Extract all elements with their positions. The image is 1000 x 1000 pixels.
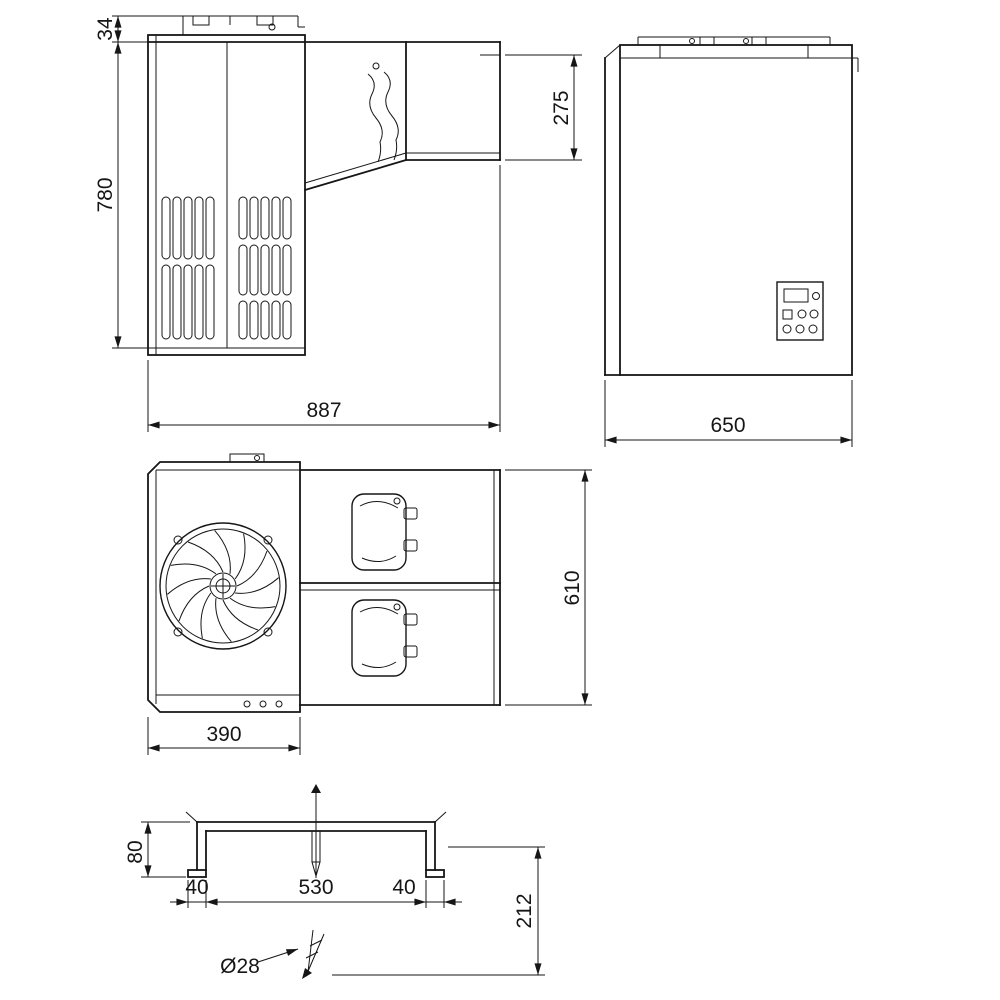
panel-indicator (812, 292, 820, 300)
compressor-upper (351, 493, 418, 571)
dim-label-887: 887 (306, 399, 341, 422)
dim-label-610: 610 (561, 570, 584, 605)
fan-screw (173, 535, 183, 545)
anchor-screw (302, 929, 325, 979)
louver-grille-right (238, 196, 292, 340)
panel-button (782, 324, 792, 334)
top-view-evaporator (147, 461, 301, 713)
panel-button (795, 324, 805, 334)
center-bolt (311, 784, 321, 878)
fan-screw (173, 627, 183, 637)
mounting-bracket-view (185, 784, 447, 979)
side-view (147, 15, 501, 356)
compressor-lower (351, 599, 418, 677)
panel-button (782, 309, 793, 320)
bracket-foot-right (425, 869, 445, 878)
front-body (619, 44, 853, 376)
dim-label-80: 80 (124, 840, 147, 863)
dim-label-650: 650 (710, 414, 745, 437)
top-view (147, 453, 501, 713)
panel-button (797, 309, 807, 319)
panel-button (808, 324, 818, 334)
fan-screw (263, 535, 273, 545)
top-bracket-front (637, 36, 831, 58)
condenser-housing (303, 41, 501, 192)
evaporator-body (147, 34, 306, 356)
dim-label-40-left: 40 (185, 876, 208, 899)
dim-label-275: 275 (550, 90, 573, 125)
dim-label-212: 212 (513, 893, 536, 928)
dim-label-780: 780 (94, 177, 117, 212)
dim-label-530: 530 (298, 876, 333, 899)
fan-screw (263, 627, 273, 637)
control-panel (776, 281, 824, 341)
dim-label-40-right: 40 (392, 876, 415, 899)
louver-grille-left (161, 196, 215, 340)
top-view-machinery (299, 469, 501, 706)
dim-label-34: 34 (94, 17, 117, 41)
dim-label-390: 390 (206, 723, 241, 746)
dimensions: 34 780 887 275 650 610 390 80 (94, 15, 853, 978)
bracket-foot-left (187, 869, 207, 878)
panel-button (809, 309, 819, 319)
top-bracket (182, 15, 305, 35)
fan (159, 522, 287, 650)
dim-label-hole-diameter: Ø28 (220, 955, 260, 978)
front-view (604, 36, 859, 376)
panel-display (783, 288, 809, 303)
